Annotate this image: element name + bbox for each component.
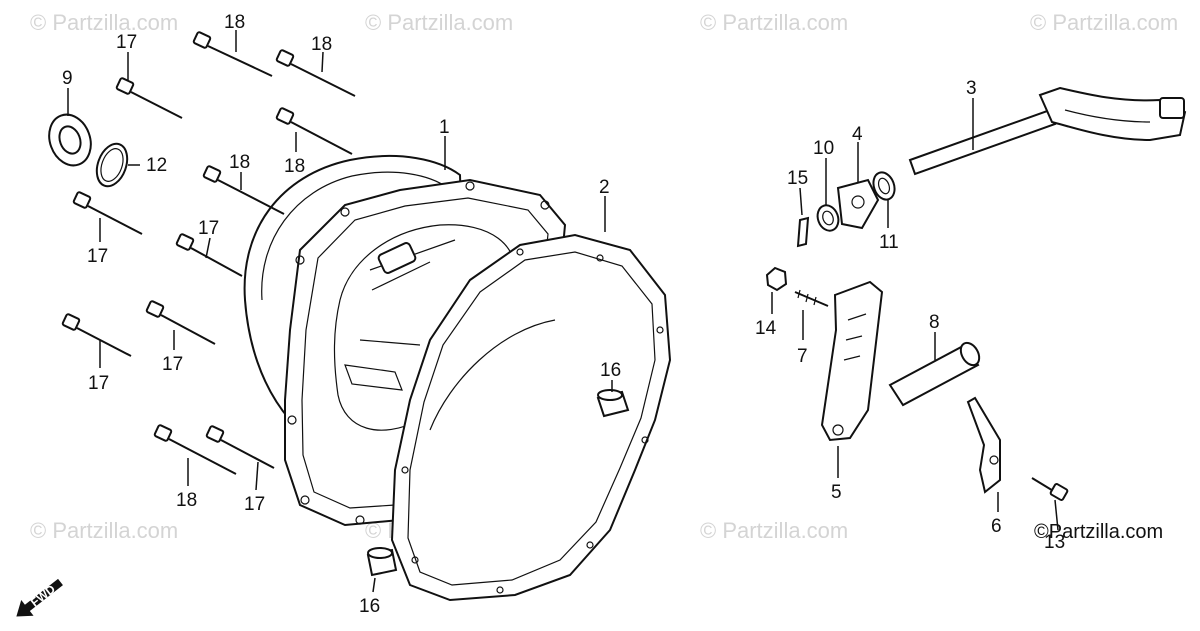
watermark: © Partzilla.com <box>30 10 178 35</box>
callout-17: 17 <box>88 373 109 394</box>
callout-17: 17 <box>244 494 265 515</box>
callout-10: 10 <box>813 138 834 159</box>
gearshift-arm[interactable] <box>836 178 880 230</box>
callout-17: 17 <box>87 246 108 267</box>
callout-7: 7 <box>797 346 808 367</box>
callout-17: 17 <box>116 32 137 53</box>
callout-1: 1 <box>439 117 450 138</box>
dowel-pin[interactable] <box>596 389 630 418</box>
leader-lines <box>67 30 1059 593</box>
watermark: © Partzilla.com <box>365 10 513 35</box>
bolt[interactable] <box>192 31 273 77</box>
copyright-text: ©Partzilla.com <box>1034 521 1163 543</box>
callout-18: 18 <box>284 156 305 177</box>
bolt[interactable] <box>275 107 353 155</box>
gearshift-spindle[interactable] <box>908 86 1187 176</box>
callout-13: 13 <box>1044 532 1065 553</box>
spring-pin[interactable] <box>796 216 810 248</box>
bolt[interactable] <box>153 424 237 475</box>
shaft-collar[interactable] <box>888 340 983 407</box>
bolt[interactable] <box>61 313 132 357</box>
callout-17: 17 <box>162 354 183 375</box>
watermark: © Partzilla.com <box>30 518 178 543</box>
nut[interactable] <box>765 266 788 292</box>
callout-17: 17 <box>198 218 219 239</box>
callout-16: 16 <box>359 596 380 617</box>
callout-16: 16 <box>600 360 621 381</box>
callout-14: 14 <box>755 318 777 339</box>
watermark: © Partzilla.com <box>700 518 848 543</box>
stud-bolt[interactable] <box>794 289 829 307</box>
bolt[interactable] <box>72 191 143 235</box>
bolt[interactable] <box>175 233 243 277</box>
bolt[interactable] <box>202 165 285 215</box>
stopper-plate[interactable] <box>820 280 884 442</box>
callout-18: 18 <box>229 152 250 173</box>
collar[interactable] <box>814 202 842 233</box>
callout-5: 5 <box>831 482 842 503</box>
callout-11: 11 <box>879 232 899 253</box>
oil-seal[interactable] <box>42 109 97 172</box>
flange-bolt[interactable] <box>1031 477 1069 501</box>
callout-18: 18 <box>176 490 197 511</box>
callout-9: 9 <box>62 68 73 89</box>
dowel-pin[interactable] <box>366 547 398 577</box>
callout-labels: 1 2 3 4 5 6 7 8 9 10 11 12 13 14 15 16 1… <box>62 12 1065 617</box>
bolt[interactable] <box>145 300 216 345</box>
callout-15: 15 <box>787 168 808 189</box>
callout-18: 18 <box>311 34 332 55</box>
bolt[interactable] <box>205 425 275 469</box>
stopper-arm[interactable] <box>966 396 1001 494</box>
callout-12: 12 <box>146 155 167 176</box>
callout-6: 6 <box>991 516 1002 537</box>
callout-18: 18 <box>224 12 245 33</box>
callout-2: 2 <box>599 177 610 198</box>
cover-gasket[interactable] <box>390 233 672 602</box>
forward-direction-arrow: FWD <box>16 578 63 617</box>
o-ring[interactable] <box>91 140 132 191</box>
callout-3: 3 <box>966 78 977 99</box>
callout-4: 4 <box>852 124 863 145</box>
bolt[interactable] <box>115 77 183 119</box>
watermark: © Partzilla.com <box>1030 10 1178 35</box>
callout-8: 8 <box>929 312 940 333</box>
watermark: © Partzilla.com <box>700 10 848 35</box>
bolt[interactable] <box>275 49 356 97</box>
oil-seal-small[interactable] <box>870 169 898 202</box>
